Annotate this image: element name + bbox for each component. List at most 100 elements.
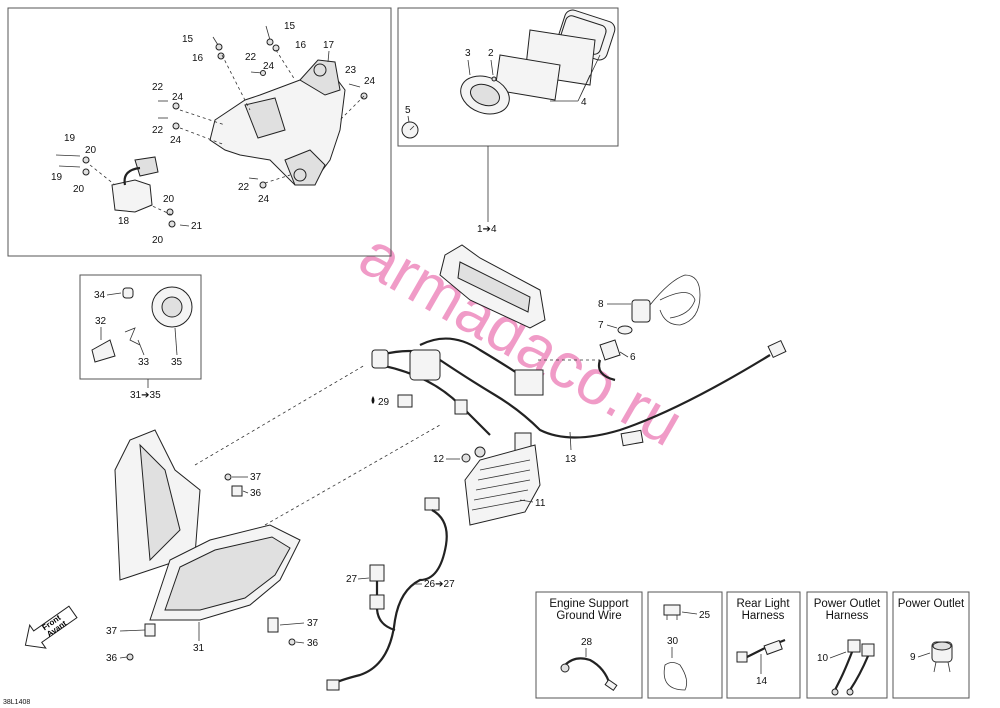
- fuse-box: [647, 591, 723, 699]
- bracket-callouts: 15 15 16 16 17 22 24 23 24 22 24 22 24 1…: [51, 21, 376, 246]
- bracket-assembly: [209, 59, 346, 186]
- fuse-part: [663, 604, 681, 620]
- wiring-harness: [371, 337, 787, 456]
- front-arrow: Front Avant: [24, 605, 78, 649]
- svg-text:24: 24: [172, 92, 184, 103]
- engine-support-title-2: Ground Wire: [556, 610, 621, 622]
- svg-text:12: 12: [433, 454, 445, 465]
- callout-9: 9: [910, 652, 916, 663]
- svg-text:18: 18: [118, 216, 130, 227]
- svg-text:2: 2: [488, 48, 494, 59]
- svg-text:4: 4: [581, 97, 587, 108]
- svg-text:37: 37: [307, 618, 319, 629]
- svg-text:20: 20: [163, 194, 175, 205]
- svg-text:16: 16: [295, 40, 307, 51]
- voltage-regulator: [461, 444, 541, 526]
- bolts: [55, 25, 368, 228]
- svg-text:24: 24: [170, 135, 182, 146]
- dess-key: [597, 274, 701, 382]
- callout-28: 28: [581, 637, 593, 648]
- power-outlet-harness-title-2: Harness: [826, 610, 869, 622]
- cluster-parts: [401, 9, 616, 139]
- regulator-callouts: 12 13 11: [433, 431, 577, 509]
- svg-text:17: 17: [323, 40, 335, 51]
- power-outlet-part: [931, 641, 953, 673]
- callout-31-35: 31➔35: [130, 390, 161, 401]
- power-outlet-harness-part: [831, 639, 875, 696]
- cluster-box: [397, 7, 619, 147]
- callout-10: 10: [817, 653, 829, 664]
- callout-30: 30: [667, 636, 679, 647]
- dashed-link-lens: [264, 424, 441, 526]
- engine-support-title-1: Engine Support: [549, 598, 629, 610]
- svg-text:20: 20: [152, 235, 164, 246]
- dashed-link-housing: [194, 364, 366, 466]
- diagram-code: 38L1408: [3, 699, 30, 706]
- headlight-bulb-callouts: 34 32 33 35: [94, 290, 183, 368]
- callout-10-leader: [829, 651, 847, 659]
- svg-text:36: 36: [250, 488, 262, 499]
- svg-text:37: 37: [106, 626, 118, 637]
- rear-light-title-2: Harness: [742, 610, 785, 622]
- callout-27-leader: [357, 577, 370, 580]
- svg-text:6: 6: [630, 352, 636, 363]
- svg-text:19: 19: [51, 172, 63, 183]
- svg-text:22: 22: [238, 182, 250, 193]
- callout-25: 25: [699, 610, 711, 621]
- svg-text:31: 31: [193, 643, 205, 654]
- svg-text:7: 7: [598, 320, 604, 331]
- headlight-lens: [149, 524, 301, 621]
- svg-text:36: 36: [106, 653, 118, 664]
- svg-text:24: 24: [364, 76, 376, 87]
- power-outlet-harness-title-1: Power Outlet: [814, 598, 881, 610]
- fluid-drop-icon: [371, 396, 375, 404]
- svg-text:37: 37: [250, 472, 262, 483]
- svg-text:33: 33: [138, 357, 150, 368]
- callout-9-leader: [917, 652, 931, 658]
- power-outlet-box: [892, 591, 970, 699]
- svg-text:13: 13: [565, 454, 577, 465]
- svg-text:21: 21: [191, 221, 203, 232]
- svg-text:32: 32: [95, 316, 107, 327]
- headlight-housing: [114, 429, 201, 581]
- svg-text:5: 5: [405, 105, 411, 116]
- switch-part: [111, 156, 159, 213]
- power-outlet-harness-box: [806, 591, 888, 699]
- headlight-bulb-parts: [91, 286, 193, 363]
- svg-text:20: 20: [85, 145, 97, 156]
- cluster-callouts: 3 2 5 4: [405, 48, 601, 123]
- callout-25-leader: [681, 611, 698, 615]
- svg-text:22: 22: [245, 52, 257, 63]
- headlight-bulb-box: [79, 274, 202, 380]
- cable-tie-part: [663, 662, 688, 691]
- callout-27: 27: [346, 574, 358, 585]
- callout-29: 29: [378, 397, 390, 408]
- svg-text:8: 8: [598, 299, 604, 310]
- svg-text:34: 34: [94, 290, 106, 301]
- svg-text:22: 22: [152, 82, 164, 93]
- svg-text:24: 24: [258, 194, 270, 205]
- svg-text:20: 20: [73, 184, 85, 195]
- bracket-assembly-box: [7, 7, 392, 257]
- callout-14: 14: [756, 676, 768, 687]
- svg-text:15: 15: [284, 21, 296, 32]
- svg-text:15: 15: [182, 34, 194, 45]
- rear-light-title-1: Rear Light: [736, 598, 790, 610]
- callout-1-4: 1➔4: [477, 224, 497, 235]
- headlight-callouts: 37 36 37 36 37 36 31: [106, 472, 319, 664]
- ground-wire-part: [560, 657, 618, 692]
- power-outlet-title: Power Outlet: [898, 598, 965, 610]
- svg-text:23: 23: [345, 65, 357, 76]
- rear-light-box: [726, 591, 801, 699]
- svg-text:3: 3: [465, 48, 471, 59]
- svg-text:36: 36: [307, 638, 319, 649]
- front-harness: [326, 497, 448, 691]
- svg-text:16: 16: [192, 53, 204, 64]
- rear-light-harness-part: [736, 638, 786, 663]
- engine-support-box: [535, 591, 643, 699]
- svg-text:22: 22: [152, 125, 164, 136]
- svg-text:24: 24: [263, 61, 275, 72]
- svg-text:11: 11: [535, 498, 546, 509]
- watermark-text: armadaco.ru: [348, 218, 695, 460]
